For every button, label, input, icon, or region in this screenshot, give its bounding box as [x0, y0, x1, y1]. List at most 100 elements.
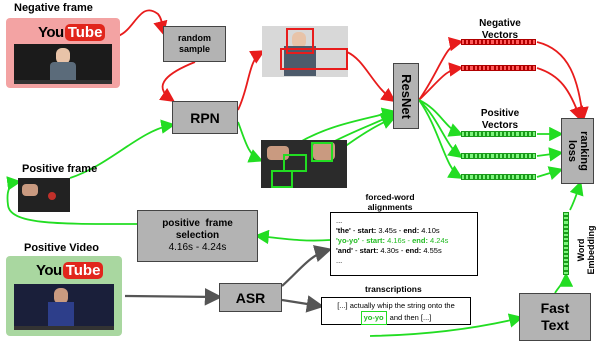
vector-cell — [532, 131, 537, 137]
transcript-line-1: [...] actually whip the string onto the — [337, 301, 455, 310]
alignment-start: 4.30s — [380, 246, 399, 255]
vector-cell — [528, 153, 533, 159]
alignment-end-key: end: — [403, 226, 422, 235]
alignments-box: ...'the' - start: 3.45s - end: 4.10s'yo-… — [330, 212, 478, 276]
vector-cell — [507, 131, 512, 137]
vector-cell — [523, 153, 528, 159]
arrow-resnet-to-posvec3 — [418, 99, 464, 179]
arrow-alignment-to-selection — [254, 229, 331, 245]
alignment-end-key: end: — [412, 236, 431, 245]
vector-cell — [563, 220, 569, 225]
vector-cell — [515, 174, 520, 180]
vector-cell — [563, 266, 569, 271]
arrow-asr-to-alignments — [281, 245, 333, 287]
alignment-row: ... — [336, 256, 343, 265]
vector-cell — [465, 131, 470, 137]
region-proposal-box — [283, 154, 307, 172]
vector-cell — [481, 39, 487, 45]
word-embedding-vector — [563, 212, 569, 275]
arrow-negvec-to-loss2 — [536, 67, 584, 122]
vector-cell — [507, 65, 512, 71]
vector-cell — [473, 131, 478, 137]
positive-video-label: Positive Video — [24, 242, 99, 254]
vector-cell — [515, 131, 520, 137]
arrow-selection-to-posframe — [6, 176, 138, 225]
vector-cell — [507, 39, 512, 45]
alignment-sep: - — [359, 236, 367, 245]
vector-cell — [465, 153, 470, 159]
vector-cell — [519, 65, 524, 71]
vector-cell — [477, 174, 482, 180]
word-embedding-label: Word Embedding — [576, 225, 596, 275]
arrow-posvec-to-loss2 — [536, 147, 564, 162]
vector-cell — [498, 65, 503, 71]
vector-cell — [469, 153, 474, 159]
region-proposal-box — [286, 28, 314, 54]
vector-cell — [507, 174, 512, 180]
vector-cell — [563, 241, 569, 246]
alignment-word: 'the' — [336, 226, 351, 235]
positive-vector — [461, 131, 537, 137]
vector-cell — [511, 174, 516, 180]
arrow-yoyo-to-fasttext — [369, 313, 524, 337]
negative-vector — [461, 65, 537, 71]
vector-cell — [532, 65, 537, 71]
vector-cell — [490, 174, 495, 180]
vector-cell — [490, 131, 495, 137]
alignment-sep: - — [352, 246, 360, 255]
resnet-label: ResNet — [398, 73, 414, 119]
positive-frame-label: Positive frame — [22, 163, 98, 175]
vector-cell — [486, 65, 491, 71]
arrow-negcrop-to-resnet — [346, 51, 396, 103]
vector-cell — [477, 131, 482, 137]
negative-vectors-label: Negative Vectors — [479, 18, 521, 41]
vector-cell — [532, 174, 537, 180]
alignment-row: ... — [336, 216, 343, 225]
vector-cell — [490, 65, 495, 71]
ranking-loss-label: ranking loss — [565, 131, 590, 171]
asr-box: ASR — [219, 283, 282, 312]
vector-cell — [502, 174, 508, 180]
transcript-after: and then [...] — [389, 313, 432, 322]
arrow-resnet-to-posvec2 — [418, 99, 463, 159]
vector-cell — [461, 39, 466, 45]
alignment-start-key: start: — [366, 236, 388, 245]
negative-vector — [461, 39, 537, 45]
arrow-fasttext-to-embedding — [554, 272, 574, 294]
vector-cell — [494, 174, 499, 180]
vector-cell — [511, 65, 516, 71]
vector-cell — [528, 131, 533, 137]
vector-cell — [486, 153, 491, 159]
vector-cell — [498, 131, 503, 137]
alignment-end: 4.10s — [421, 226, 440, 235]
vector-cell — [563, 258, 569, 263]
fast-text-box: Fast Text — [519, 293, 591, 341]
vector-cell — [511, 153, 516, 159]
arrow-rpn-to-poscrop — [237, 121, 264, 163]
vector-cell — [469, 131, 474, 137]
alignment-sep: - — [398, 246, 406, 255]
vector-cell — [532, 39, 537, 45]
vector-cell — [523, 39, 528, 45]
vector-cell — [519, 131, 524, 137]
vector-cell — [563, 224, 569, 229]
alignment-start: 3.45s — [378, 226, 397, 235]
resnet-box: ResNet — [393, 63, 419, 129]
arrow-neg-to-sample — [117, 9, 168, 37]
ranking-loss-box: ranking loss — [561, 118, 594, 184]
negative-video-thumbnail — [14, 44, 112, 84]
vector-cell — [563, 216, 569, 221]
vector-cell — [563, 228, 569, 233]
arrow-video-to-asr — [124, 288, 223, 306]
vector-cell — [507, 153, 512, 159]
alignment-word: 'and' — [336, 246, 353, 255]
arrow-embedding-to-loss — [569, 180, 584, 211]
vector-cell — [498, 39, 503, 45]
alignment-start: 4.16s — [387, 236, 406, 245]
vector-cell — [481, 174, 487, 180]
vector-cell — [494, 131, 499, 137]
vector-cell — [465, 174, 470, 180]
